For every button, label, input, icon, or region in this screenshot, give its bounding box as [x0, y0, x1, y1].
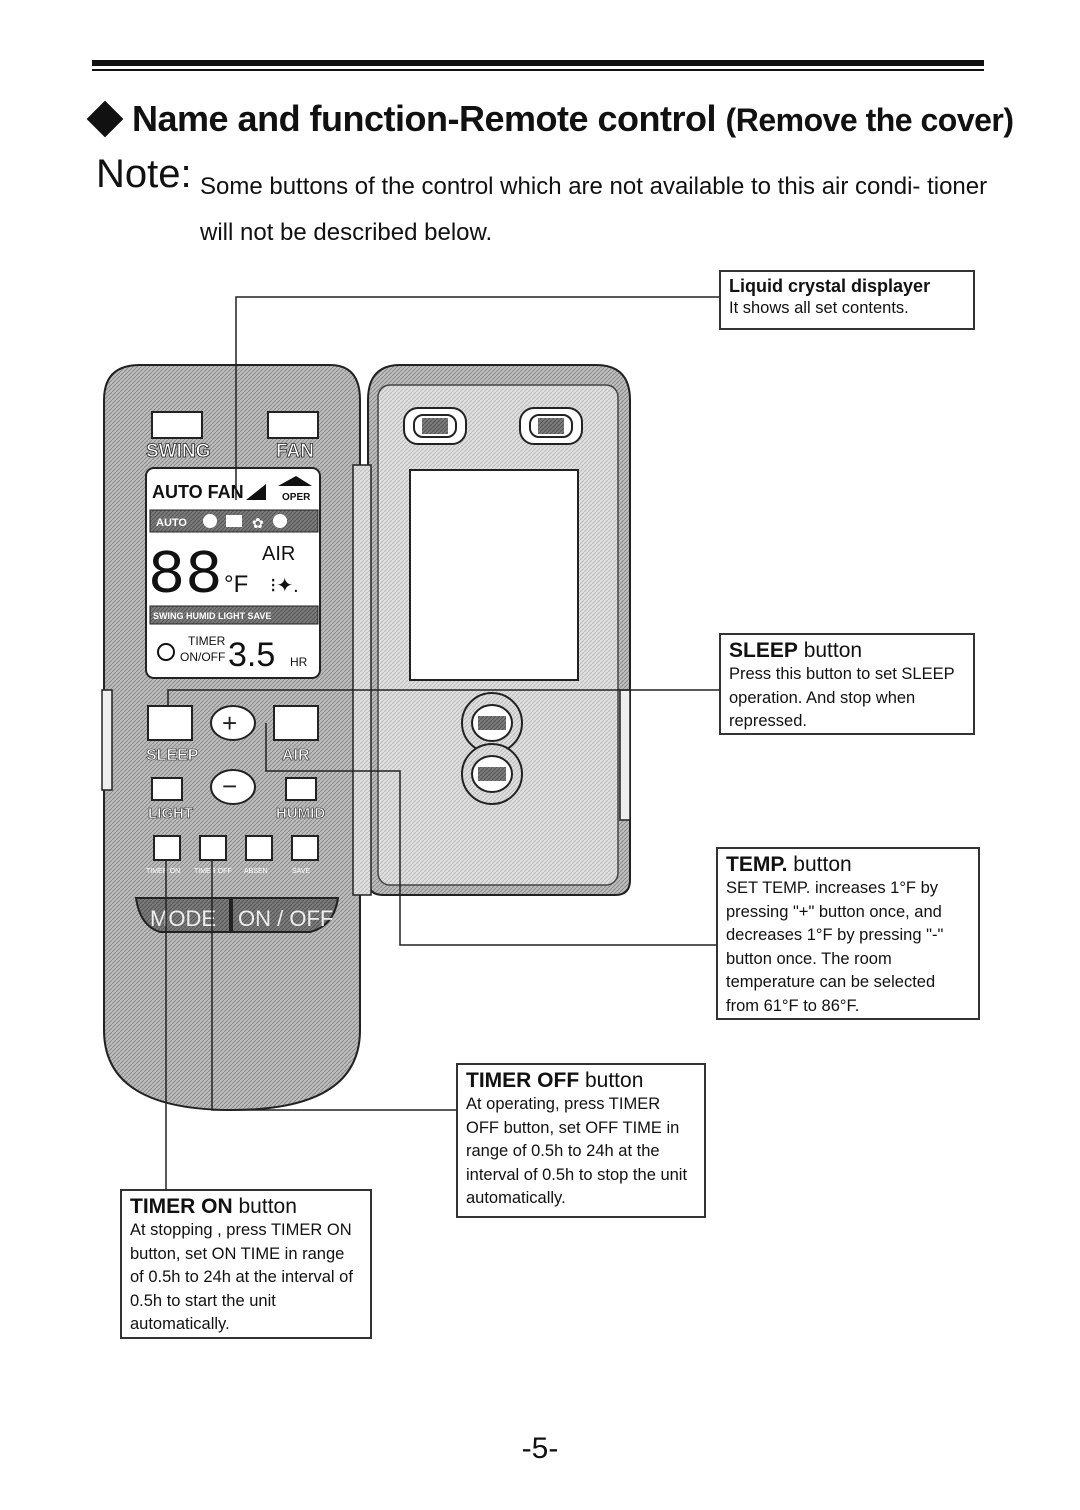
- svg-text:88: 88: [148, 540, 222, 611]
- cover-boss-upper: [461, 692, 523, 754]
- callout-temp-body: SET TEMP. increases 1°F by pressing "+" …: [726, 879, 944, 1015]
- svg-text:ON/OFF: ON/OFF: [180, 650, 225, 664]
- svg-text:AUTO FAN: AUTO FAN: [152, 482, 244, 502]
- callout-sleep-body: Press this button to set SLEEP operation…: [729, 665, 955, 730]
- title-subtitle: (Remove the cover): [725, 102, 1014, 138]
- page-number: -5-: [521, 1432, 559, 1465]
- callout-timer-on-body: At stopping , press TIMER ON button, set…: [130, 1221, 353, 1333]
- light-label: LIGHT: [148, 805, 193, 822]
- humid-label: HUMID: [276, 805, 325, 822]
- cover-boss-lower: [461, 743, 523, 805]
- fan-button: [267, 411, 319, 439]
- air-label: AIR: [282, 747, 310, 764]
- callout-lcd-title: Liquid crystal displayer: [729, 276, 931, 296]
- timer-off-button: [199, 835, 227, 861]
- save-button: [291, 835, 319, 861]
- note-label: Note:: [96, 152, 192, 196]
- leader-timer-off: [211, 860, 456, 1111]
- cover-clip-right: [519, 407, 583, 445]
- hinge-side: [619, 689, 631, 821]
- header-rule-thick: [92, 60, 984, 66]
- callout-lcd: Liquid crystal displayer It shows all se…: [719, 270, 975, 330]
- svg-text:−: −: [222, 771, 237, 801]
- absen-small-label: ABSEN: [244, 868, 268, 875]
- sleep-label: SLEEP: [146, 747, 199, 764]
- callout-timer-off-body: At operating, press TIMER OFF button, se…: [466, 1095, 688, 1207]
- title-main: Name and function-Remote control: [132, 98, 717, 139]
- cover-clip-left: [403, 407, 467, 445]
- swing-label: SWING: [146, 441, 210, 462]
- temp-plus-button: [210, 705, 256, 741]
- temp-minus-button: [210, 769, 256, 805]
- lcd-screen: AUTO FAN OPER AUTO ✿ 88 °F AIR ⁝✦. SWING…: [145, 467, 321, 679]
- callout-temp-title: TEMP. button: [726, 853, 852, 876]
- callout-timer-off-title: TIMER OFF button: [466, 1069, 644, 1092]
- save-small-label: SAVE: [292, 868, 310, 875]
- callout-temp: TEMP. button SET TEMP. increases 1°F by …: [716, 847, 980, 1020]
- fan-label: FAN: [276, 441, 314, 462]
- mode-label: MODE: [150, 906, 216, 931]
- leader-lines: [165, 296, 720, 1190]
- callout-sleep-title: SLEEP button: [729, 639, 863, 662]
- swing-button: [151, 411, 203, 439]
- svg-text:⁝✦.: ⁝✦.: [270, 575, 299, 597]
- svg-text:+: +: [222, 708, 237, 738]
- mode-button: [134, 897, 231, 933]
- header-rule-thin: [92, 69, 984, 71]
- absen-button: [245, 835, 273, 861]
- svg-text:AIR: AIR: [262, 543, 295, 565]
- svg-text:OPER: OPER: [282, 492, 311, 503]
- cover-window: [409, 469, 579, 681]
- onoff-label: ON / OFF: [238, 906, 333, 931]
- callout-timer-on-title: TIMER ON button: [130, 1195, 297, 1218]
- svg-text:SWING HUMID LIGHT SAVE: SWING HUMID LIGHT SAVE: [153, 611, 271, 621]
- remote-side-grip: [101, 689, 113, 791]
- svg-text:TIMER: TIMER: [188, 634, 226, 648]
- svg-text:✿: ✿: [252, 515, 264, 531]
- callout-timer-off: TIMER OFF button At operating, press TIM…: [456, 1063, 706, 1218]
- timer-on-button: [153, 835, 181, 861]
- callout-timer-on: TIMER ON button At stopping , press TIME…: [120, 1189, 372, 1339]
- leader-sleep: [167, 689, 720, 706]
- leader-lcd: [235, 296, 720, 500]
- air-button: [273, 705, 319, 741]
- callout-sleep: SLEEP button Press this button to set SL…: [719, 633, 975, 735]
- light-button: [151, 777, 183, 801]
- sleep-button: [147, 705, 193, 741]
- svg-text:HR: HR: [290, 655, 308, 669]
- humid-button: [285, 777, 317, 801]
- callout-lcd-body: It shows all set contents.: [729, 299, 909, 317]
- svg-text:AUTO: AUTO: [156, 517, 187, 529]
- timer-on-small-label: TIMER ON: [146, 868, 180, 875]
- page-title: Name and function-Remote control (Remove…: [82, 98, 1014, 140]
- svg-text:°F: °F: [224, 571, 248, 598]
- leader-temp: [265, 723, 718, 946]
- hinge: [352, 464, 372, 896]
- timer-off-small-label: TIMER OFF: [194, 868, 232, 875]
- onoff-button: [231, 897, 340, 933]
- svg-text:3.5: 3.5: [228, 636, 275, 674]
- note-text: Some buttons of the control which are no…: [200, 173, 988, 246]
